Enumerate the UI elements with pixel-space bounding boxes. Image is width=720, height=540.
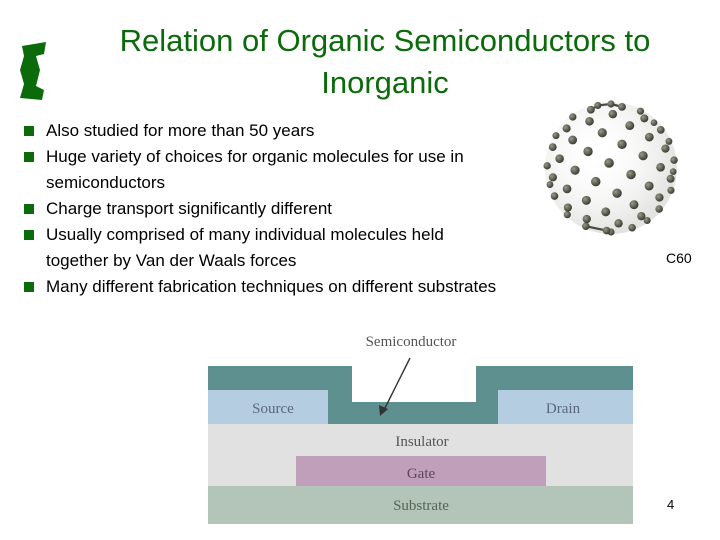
bullet-text: Huge variety of choices for organic mole… — [46, 147, 464, 192]
otft-structure-diagram: Semiconductor Source Drain Insulator Gat… — [208, 330, 638, 535]
insulator-label: Insulator — [395, 434, 448, 450]
c60-molecule-image — [525, 92, 695, 247]
bullet-square-icon — [24, 230, 34, 240]
page-number: 4 — [667, 497, 675, 512]
bullet-text: Also studied for more than 50 years — [46, 121, 315, 140]
slide-title: Relation of Organic Semiconductors to In… — [119, 23, 651, 100]
bullet-text: Charge transport significantly different — [46, 199, 333, 218]
bullet-text: Usually comprised of many individual mol… — [46, 225, 444, 270]
drain-electrode — [498, 390, 633, 424]
c60-caption: C60 — [666, 250, 692, 266]
substrate-label: Substrate — [393, 498, 449, 514]
gate-label: Gate — [407, 466, 436, 482]
drain-label: Drain — [546, 401, 581, 417]
semiconductor-label: Semiconductor — [366, 334, 457, 350]
pointer-arrow-icon — [379, 357, 411, 416]
substrate-layer — [208, 486, 633, 524]
bullet-square-icon — [24, 126, 34, 136]
bullet-item: Many different fabrication techniques on… — [24, 274, 504, 300]
bullet-square-icon — [24, 282, 34, 292]
bullet-square-icon — [24, 204, 34, 214]
source-label: Source — [252, 401, 294, 417]
semiconductor-layer — [208, 366, 633, 424]
bullet-item: Usually comprised of many individual mol… — [24, 222, 504, 274]
bullet-item: Huge variety of choices for organic mole… — [24, 144, 504, 196]
source-electrode — [208, 390, 328, 424]
bullet-item: Also studied for more than 50 years — [24, 118, 504, 144]
bullet-item: Charge transport significantly different — [24, 196, 504, 222]
bullet-list: Also studied for more than 50 years Huge… — [24, 118, 504, 300]
bullet-text: Many different fabrication techniques on… — [46, 277, 497, 296]
gate-layer — [296, 456, 546, 486]
decorative-bracket-icon — [18, 40, 50, 107]
bullet-square-icon — [24, 152, 34, 162]
